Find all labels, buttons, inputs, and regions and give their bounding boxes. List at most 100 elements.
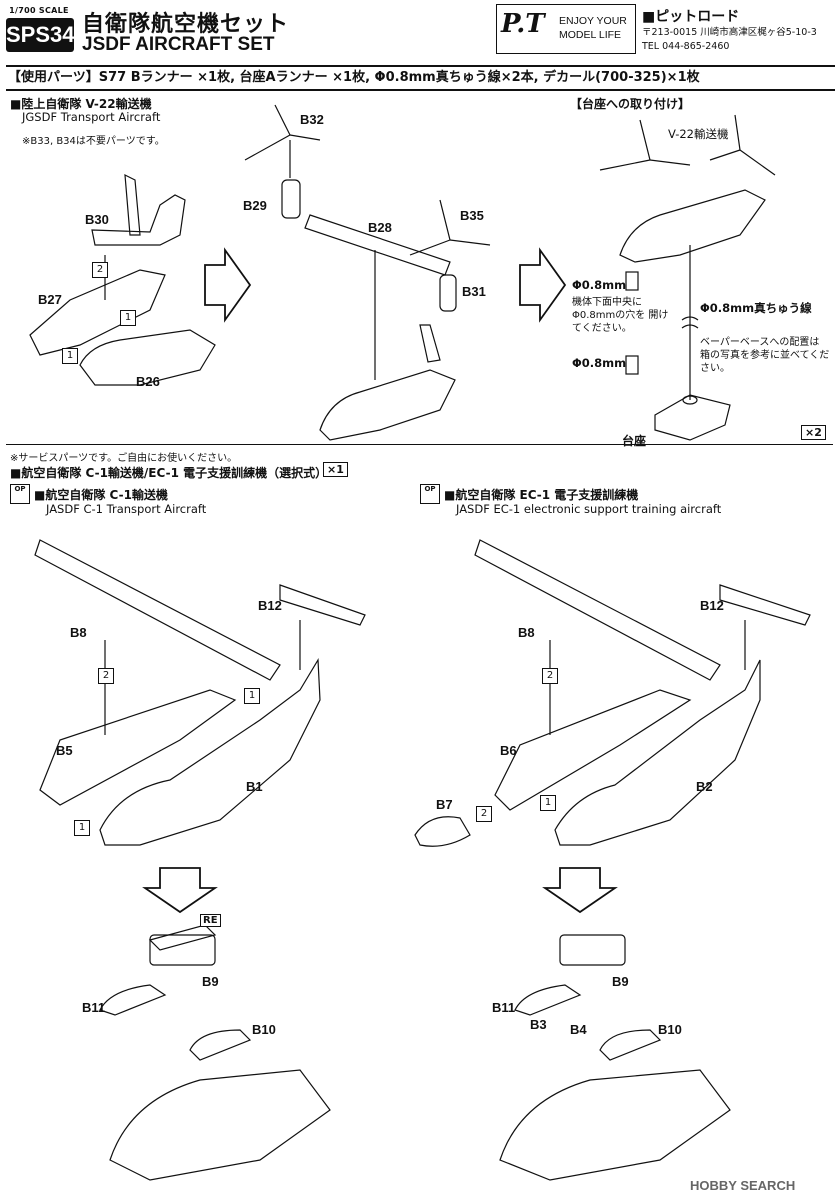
- step-number: 2: [542, 668, 558, 684]
- c1-engine-b11: [99, 984, 167, 1016]
- drill-size-2: Φ0.8mm: [572, 356, 627, 370]
- c1-fuselage-half-b5: [39, 689, 237, 806]
- c1-section-heading: ■航空自衛隊 C-1輸送機/EC-1 電子支援訓練機（選択式）: [10, 466, 328, 480]
- ec1-engine-b10: [599, 1029, 662, 1061]
- c1-engine-block-b9: [149, 934, 216, 966]
- brand-logo: P.T ENJOY YOUR MODEL LIFE: [496, 4, 636, 54]
- part-label-b31: B31: [462, 284, 486, 299]
- step-number: 1: [62, 348, 78, 364]
- ec1-engine-b11: [514, 984, 582, 1016]
- c1-fuselage-b1: [99, 657, 321, 846]
- wire-break-mark: [681, 316, 699, 329]
- step-number: 1: [540, 795, 556, 811]
- ec1-fuselage-b2: [554, 659, 761, 846]
- part-label-b28: B28: [368, 220, 392, 235]
- scale-label: 1/700 SCALE: [9, 6, 69, 15]
- part-label-b9: B9: [202, 974, 219, 989]
- part-label-b2: B2: [696, 779, 713, 794]
- part-label-b10: B10: [658, 1022, 682, 1037]
- stand-base: [654, 394, 731, 441]
- v22-assembled: [319, 369, 456, 441]
- c1-tail-b12: [279, 584, 366, 626]
- part-label-b5: B5: [56, 743, 73, 758]
- part-label-b11: B11: [82, 1000, 106, 1015]
- part-label-b10: B10: [252, 1022, 276, 1037]
- brass-wire-label: Φ0.8mm真ちゅう線: [700, 301, 812, 315]
- part-label-b12: B12: [258, 598, 282, 613]
- tel-line: TEL 044-865-2460: [642, 41, 730, 52]
- c1-section-quantity: ×1: [323, 462, 348, 477]
- maker-name: ■ピットロード: [642, 9, 740, 25]
- drill-instruction: 機体下面中央に Φ0.8mmの穴を 開けてください。: [572, 297, 669, 334]
- nacelle-b29: [281, 179, 301, 219]
- c1-heading-en: JASDF C-1 Transport Aircraft: [46, 502, 207, 516]
- v22-fuselage: [79, 329, 216, 386]
- ec1-fuselage-half-b6: [494, 689, 692, 811]
- part-label-b4: B4: [570, 1022, 587, 1037]
- base-arrangement-note: ベーパーベースへの配置は 箱の写真を参考に並べてください。: [700, 337, 830, 374]
- part-label-b35: B35: [460, 208, 484, 223]
- ec1-wing-b8: [474, 539, 721, 681]
- part-label-b12: B12: [700, 598, 724, 613]
- option-icon: OP: [10, 484, 30, 504]
- part-label-b29: B29: [243, 198, 267, 213]
- part-label-b3: B3: [530, 1017, 547, 1032]
- step-number: 2: [92, 262, 108, 278]
- step-number: 1: [244, 688, 260, 704]
- part-label-b30: B30: [85, 212, 109, 227]
- prop-rotor-1: [244, 104, 321, 161]
- part-label-b8: B8: [70, 625, 87, 640]
- v22-stand-model: [599, 114, 776, 263]
- maker-address: 〒213-0015 川崎市高津区梶ヶ谷5-10-3 TEL 044-865-24…: [642, 26, 817, 54]
- part-label-b26: B26: [136, 374, 160, 389]
- service-parts-note: ※サービスパーツです。ご自由にお使いください。: [10, 453, 238, 464]
- ec1-radome-b7: [414, 816, 471, 847]
- stand-aircraft-label: V-22輸送機: [668, 127, 729, 141]
- part-label-b27: B27: [38, 292, 62, 307]
- ec1-down-arrow: [542, 867, 618, 914]
- ec1-heading: ■航空自衛隊 EC-1 電子支援訓練機: [444, 488, 639, 502]
- product-code: SPS34: [6, 18, 75, 52]
- logo-slogan-line2: MODEL LIFE: [559, 29, 622, 41]
- parts-list-bar: 【使用パーツ】S77 Bランナー ×1枚, 台座Aランナー ×1枚, Φ0.8m…: [6, 65, 835, 91]
- c1-down-arrow: [142, 867, 218, 914]
- part-label-b7: B7: [436, 797, 453, 812]
- stand-heading: 【台座への取り付け】: [570, 97, 691, 111]
- prop-rotor-2: [409, 199, 491, 256]
- step-number: 2: [98, 668, 114, 684]
- logo-slogan-line1: ENJOY YOUR: [559, 15, 627, 27]
- stand-quantity: ×2: [801, 425, 826, 440]
- c1-engine-pod: [148, 924, 217, 951]
- ec1-tail-b12: [719, 584, 811, 626]
- c1-assembled: [109, 1069, 331, 1181]
- c1-heading: ■航空自衛隊 C-1輸送機: [34, 488, 168, 502]
- step-arrow-1: [204, 247, 252, 323]
- address-line: 〒213-0015 川崎市高津区梶ヶ谷5-10-3: [642, 27, 817, 38]
- v22-tail-fin: [124, 173, 141, 236]
- watermark: HOBBY SEARCH: [690, 1178, 796, 1193]
- v22-heading: ■陸上自衛隊 V-22輸送機: [10, 97, 152, 111]
- logo-slogan: ENJOY YOUR MODEL LIFE: [559, 14, 627, 42]
- ec1-assembled: [499, 1069, 731, 1181]
- nacelle-b31: [439, 274, 457, 312]
- ec1-engine-block-b9: [559, 934, 626, 966]
- drill-icon-2: [625, 355, 639, 375]
- step-number: 1: [120, 310, 136, 326]
- option-icon: OP: [420, 484, 440, 504]
- title-japanese: 自衛隊航空機セット: [82, 12, 290, 37]
- part-label-b9: B9: [612, 974, 629, 989]
- part-label-b8: B8: [518, 625, 535, 640]
- stand-base-label: 台座: [622, 434, 647, 448]
- section-divider: [6, 444, 833, 445]
- v22-fuselage-half: [29, 269, 166, 356]
- drill-size-1: Φ0.8mm: [572, 278, 627, 292]
- logo-mark: P.T: [501, 9, 545, 39]
- ec1-heading-en: JASDF EC-1 electronic support training a…: [456, 502, 722, 516]
- step-number: 1: [74, 820, 90, 836]
- re-badge: RE: [200, 914, 221, 927]
- v22-note: ※B33, B34は不要パーツです。: [22, 136, 165, 147]
- title-english: JSDF AIRCRAFT SET: [82, 34, 275, 55]
- part-label-b6: B6: [500, 743, 517, 758]
- step-number: 2: [476, 806, 492, 822]
